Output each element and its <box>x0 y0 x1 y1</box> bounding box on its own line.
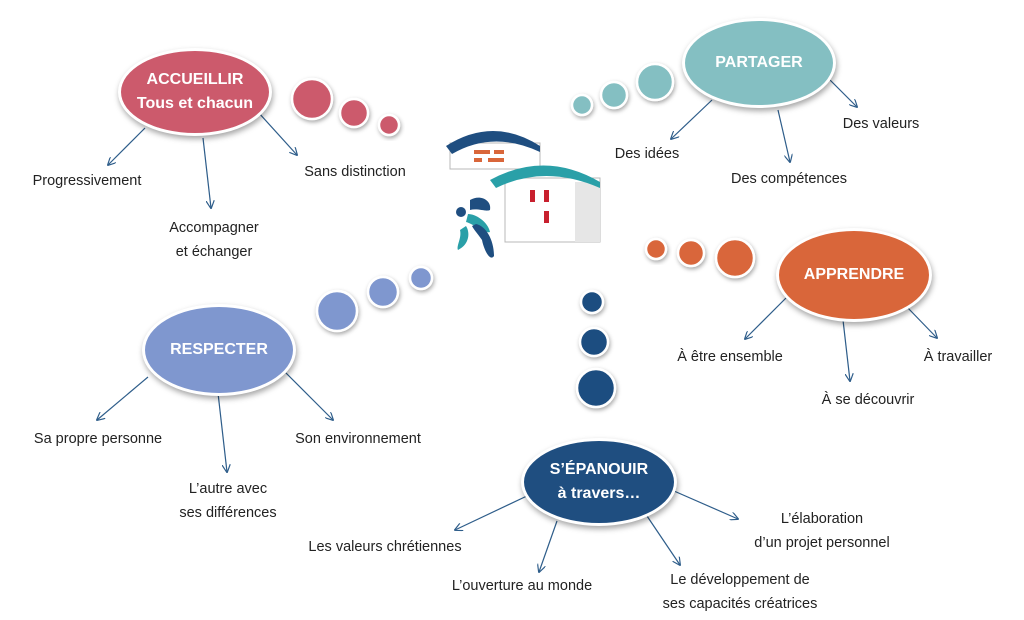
label-text: Son environnement <box>295 431 421 447</box>
bubbles-accueillir <box>290 77 401 137</box>
arrow <box>202 137 211 208</box>
bubble <box>377 113 401 137</box>
label-line: d’un projet personnel <box>754 535 890 551</box>
arrow <box>673 490 738 519</box>
bubble <box>578 326 610 358</box>
arrow <box>646 515 680 565</box>
label-text: L’ouverture au monde <box>451 578 593 594</box>
house-left-icon <box>446 131 541 170</box>
label-travailler: À travailler <box>924 345 993 369</box>
arrow <box>671 99 713 139</box>
label-ouverture-monde: L’ouverture au monde <box>452 574 592 598</box>
bubble <box>644 237 668 261</box>
bubble <box>366 275 400 309</box>
label-line: Accompagner <box>169 220 259 236</box>
label-text: Des valeurs <box>842 116 920 132</box>
label-des-competences: Des compétences <box>731 167 847 191</box>
label-text: Progressivement <box>32 173 142 189</box>
label-des-valeurs: Des valeurs <box>843 112 920 136</box>
label-text: À être ensemble <box>677 349 783 365</box>
node-accueillir-title: ACCUEILLIR <box>146 71 244 88</box>
school-logo <box>446 131 601 258</box>
node-epanouir-title: S’ÉPANOUIR <box>549 461 649 478</box>
label-environnement: Son environnement <box>295 427 421 451</box>
bubble <box>570 93 594 117</box>
node-partager: PARTAGER <box>682 18 836 108</box>
label-progressivement: Progressivement <box>33 169 142 193</box>
label-propre-personne: Sa propre personne <box>34 427 162 451</box>
label-text: Sans distinction <box>304 164 406 180</box>
bubble <box>575 367 617 409</box>
runner-icon <box>456 197 494 258</box>
bubble <box>338 97 370 129</box>
node-accueillir: ACCUEILLIR Tous et chacun <box>118 48 272 136</box>
label-text: Les valeurs chrétiennes <box>308 539 462 555</box>
arrow <box>217 392 227 472</box>
label-line: ses capacités créatrices <box>662 596 818 612</box>
arrow <box>905 305 937 338</box>
label-line: L’autre avec <box>188 481 268 497</box>
arrow <box>777 109 790 162</box>
bubble <box>315 289 359 333</box>
bubbles-apprendre <box>644 237 756 279</box>
bubbles-partager <box>570 62 675 117</box>
label-accompagner: Accompagner et échanger <box>169 216 258 264</box>
label-etre-ensemble: À être ensemble <box>677 345 783 369</box>
label-line: L’élaboration <box>780 511 864 527</box>
label-des-idees: Des idées <box>615 142 679 166</box>
node-epanouir: S’ÉPANOUIR à travers… <box>521 438 677 526</box>
arrow <box>745 297 787 339</box>
node-epanouir-subtitle: à travers… <box>557 485 641 502</box>
bubble <box>408 265 434 291</box>
arrow <box>539 520 558 572</box>
arrows <box>97 79 937 572</box>
label-text: À se découvrir <box>821 392 915 408</box>
label-text: Des idées <box>614 146 680 162</box>
bubbles-respecter <box>315 265 434 333</box>
label-line: Le développement de <box>670 572 810 588</box>
bubble <box>714 237 756 279</box>
bubble <box>676 238 706 268</box>
arrow <box>97 376 149 420</box>
arrow <box>455 494 530 530</box>
label-developpement: Le développement de ses capacités créatr… <box>663 568 818 616</box>
label-se-decouvrir: À se découvrir <box>822 388 915 412</box>
bubble <box>579 289 605 315</box>
arrow <box>108 127 146 165</box>
label-text: Sa propre personne <box>33 431 163 447</box>
bubbles-epanouir <box>575 289 617 409</box>
node-apprendre-title: APPRENDRE <box>803 266 905 283</box>
label-text: Des compétences <box>730 171 848 187</box>
node-respecter: RESPECTER <box>142 304 296 396</box>
bubble <box>635 62 675 102</box>
arrow <box>257 111 297 155</box>
arrow <box>285 372 333 420</box>
label-text: À travailler <box>923 349 993 365</box>
label-line: ses différences <box>179 505 277 521</box>
label-elaboration: L’élaboration d’un projet personnel <box>754 507 889 555</box>
node-partager-title: PARTAGER <box>715 54 803 71</box>
house-right-icon <box>490 165 601 243</box>
arrow <box>842 319 850 381</box>
label-valeurs-chretiennes: Les valeurs chrétiennes <box>308 535 461 559</box>
arrow <box>829 79 857 107</box>
bubble <box>599 80 629 110</box>
label-line: et échanger <box>175 244 253 260</box>
node-apprendre: APPRENDRE <box>776 228 932 322</box>
node-respecter-title: RESPECTER <box>170 341 268 358</box>
label-autre-differences: L’autre avec ses différences <box>179 477 276 525</box>
label-sans-distinction: Sans distinction <box>304 160 406 184</box>
bubble <box>290 77 334 121</box>
node-accueillir-subtitle: Tous et chacun <box>136 95 254 112</box>
